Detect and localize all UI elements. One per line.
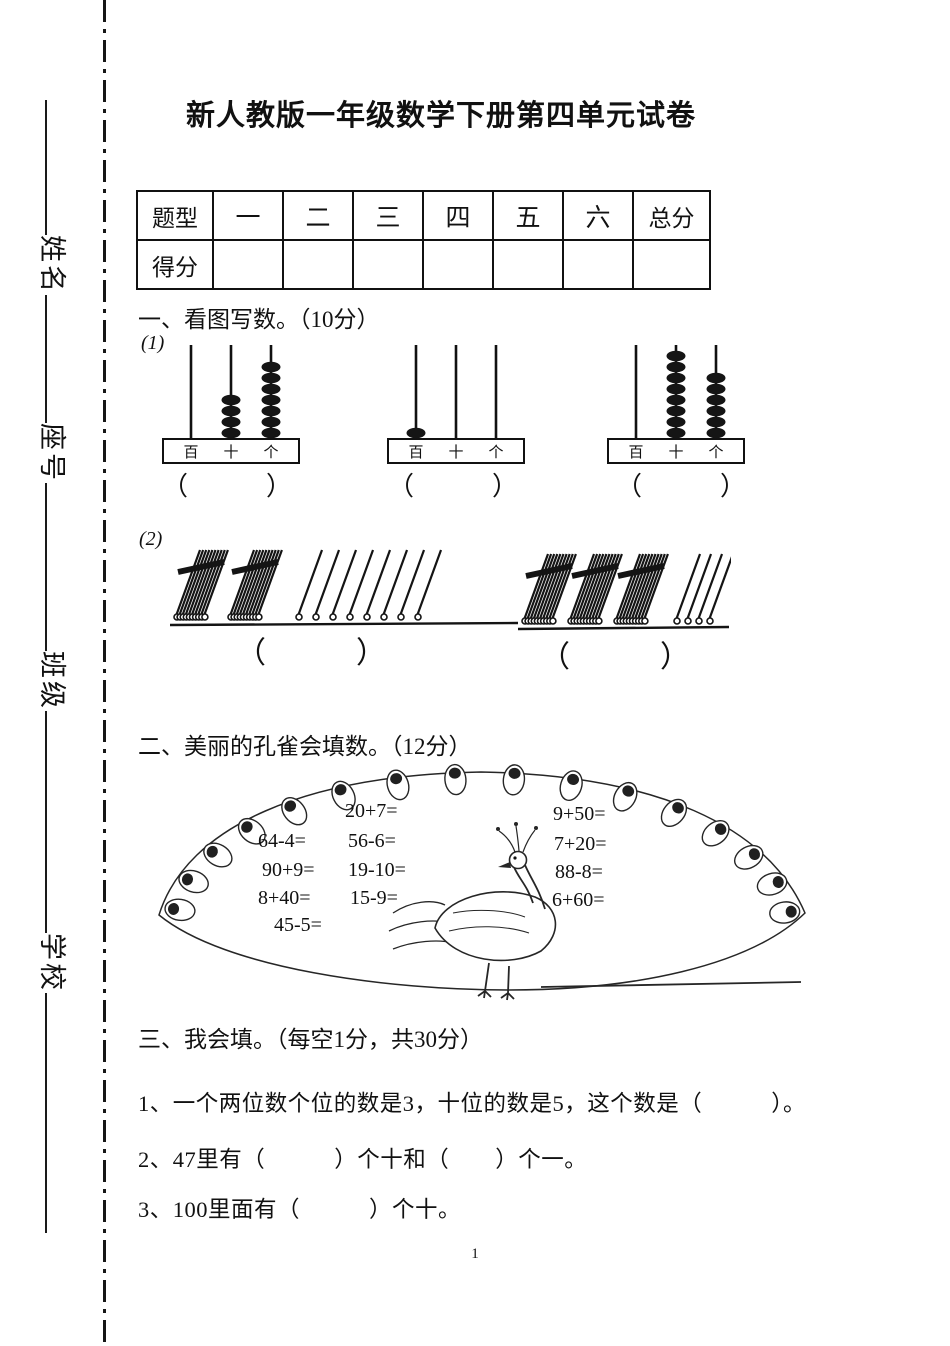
math-problem: 15-9= <box>350 887 398 909</box>
fill-item: 3、100里面有（ ）个十。 <box>138 1197 462 1222</box>
math-problem: 9+50= <box>553 803 606 825</box>
fill-item: 2、47里有（ ）个十和（ ）个一。 <box>138 1147 588 1172</box>
svg-text:百: 百 <box>408 445 423 461</box>
svg-text:百: 百 <box>628 445 643 461</box>
score-cell <box>352 239 424 290</box>
score-cell-label: 得分 <box>136 239 214 290</box>
margin-field-label: 姓名 <box>37 235 68 295</box>
score-cell <box>422 239 494 290</box>
svg-text:十: 十 <box>448 444 463 461</box>
math-problem: 6+60= <box>552 889 605 911</box>
svg-text:个: 个 <box>488 444 503 461</box>
fill-item: 1、一个两位数个位的数是3，十位的数是5，这个数是（ ）。 <box>138 1091 807 1116</box>
binding-dash-line <box>103 0 106 1346</box>
math-problem: 8+40= <box>258 887 311 909</box>
math-problem: 45-5= <box>274 914 322 936</box>
margin-blank-line <box>45 295 47 423</box>
stick-bundles-figure <box>516 540 735 641</box>
svg-text:个: 个 <box>708 444 723 461</box>
section-two-heading: 二、美丽的孔雀会填数。（12分） <box>138 734 472 759</box>
math-problem: 7+20= <box>554 833 607 855</box>
answer-blank: （ ） <box>540 641 690 674</box>
math-problem: 20+7= <box>345 800 398 822</box>
math-problem: 88-8= <box>555 861 603 883</box>
margin-blank-line <box>45 993 47 1233</box>
abacus-figure: 百十个 <box>601 342 751 471</box>
math-problem: 19-10= <box>348 859 406 881</box>
header-cell: 二 <box>282 190 354 241</box>
margin-blank-line <box>45 483 47 651</box>
score-cell <box>212 239 284 290</box>
svg-text:个: 个 <box>263 444 278 461</box>
margin-field-label: 座号 <box>37 423 68 483</box>
abacus-figure: 百十个 <box>156 342 306 471</box>
score-table-score-row: 得分 <box>136 239 711 290</box>
section-one-heading: 一、看图写数。（10分） <box>138 307 380 332</box>
margin-field-label: 学校 <box>37 933 68 993</box>
score-table: 题型 一 二 三 四 五 六 总分 得分 <box>136 190 711 290</box>
header-cell-question-type: 题型 <box>136 190 214 241</box>
math-problem: 56-6= <box>348 830 396 852</box>
page-number: 1 <box>471 1246 479 1262</box>
header-cell: 六 <box>562 190 634 241</box>
abacus-figure: 百十个 <box>381 342 531 471</box>
header-cell: 三 <box>352 190 424 241</box>
stick-bundles-figure <box>168 536 520 637</box>
score-table-header-row: 题型 一 二 三 四 五 六 总分 <box>136 190 711 241</box>
svg-text:百: 百 <box>183 445 198 461</box>
page-title: 新人教版一年级数学下册第四单元试卷 <box>185 100 696 132</box>
svg-text:十: 十 <box>668 444 683 461</box>
subpart-one-label: (1) <box>141 332 165 354</box>
math-problem: 64-4= <box>258 830 306 852</box>
answer-blank: （ ） <box>236 637 386 670</box>
margin-field-label: 班级 <box>37 651 68 711</box>
header-cell: 五 <box>492 190 564 241</box>
binding-margin-fields: 姓名 座号 班级 学校 <box>37 100 92 1233</box>
header-cell: 一 <box>212 190 284 241</box>
score-cell <box>492 239 564 290</box>
score-cell <box>282 239 354 290</box>
margin-blank-line <box>45 711 47 933</box>
answer-blank: （ ） <box>388 472 519 501</box>
math-problem: 90+9= <box>262 859 315 881</box>
score-cell <box>562 239 634 290</box>
section-three-heading: 三、我会填。（每空1分，共30分） <box>138 1027 483 1052</box>
answer-blank: （ ） <box>162 472 293 501</box>
margin-blank-line <box>45 100 47 235</box>
svg-text:十: 十 <box>223 444 238 461</box>
answer-blank: （ ） <box>616 472 747 501</box>
header-cell: 四 <box>422 190 494 241</box>
peacock-fill-figure: 20+7= 64-4= 56-6= 90+9= 19-10= 8+40= 15-… <box>143 763 825 1003</box>
header-cell-total: 总分 <box>632 190 711 241</box>
subpart-two-label: (2) <box>139 528 163 550</box>
score-cell <box>632 239 711 290</box>
peacock-drawing <box>158 763 806 1001</box>
